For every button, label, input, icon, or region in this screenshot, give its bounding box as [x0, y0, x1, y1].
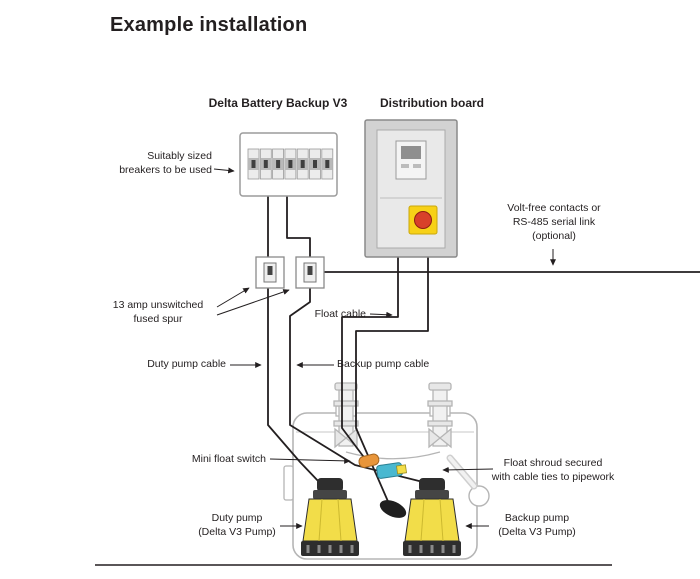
- breaker-modules: [247, 148, 334, 180]
- duty-pump-neck: [313, 490, 347, 499]
- fused-spur-arrow-1: [216, 287, 250, 308]
- distribution-board-label: Distribution board: [380, 96, 484, 110]
- backup-riser-cap: [428, 382, 452, 391]
- duty-pump-seam-2: [337, 498, 342, 542]
- float-shroud-note: Float shroud secured with cable ties to …: [491, 457, 615, 483]
- backup-check-valve: [428, 427, 452, 449]
- fused-spur-arrow-2: [216, 289, 290, 316]
- controller-button-2: [413, 164, 421, 168]
- breakers-note: Suitably sized breakers to be used: [119, 150, 212, 176]
- page-title: Example installation: [110, 14, 308, 36]
- cables: [267, 195, 700, 507]
- backup-pump-intake-slots: [408, 545, 456, 553]
- backup-riser-flange-1: [427, 400, 453, 407]
- float-cable-label: Float cable: [314, 308, 366, 320]
- duty-pump-seam-1: [318, 498, 323, 542]
- breaker-module: [247, 148, 260, 180]
- tank-left-flange: [283, 465, 294, 501]
- float-shroud: [376, 462, 407, 479]
- duty-riser-flange-1: [333, 400, 359, 407]
- duty-check-valve: [334, 427, 358, 449]
- controller-display: [401, 146, 421, 159]
- backup-pump-neck: [415, 490, 449, 499]
- duty-riser-flange-2: [333, 420, 359, 427]
- backup-pump-cap: [419, 478, 445, 492]
- mini-float-arrow: [269, 457, 351, 464]
- float-shroud-clip: [396, 464, 407, 475]
- backup-pump-seam-2: [439, 498, 444, 542]
- backup-pump: [403, 478, 461, 556]
- estop-button: [414, 211, 432, 229]
- manifold-pipe: [345, 451, 441, 460]
- annotation-arrows: [213, 167, 556, 529]
- backup-pump-body: [404, 498, 460, 542]
- backup-pump-label: Backup pump (Delta V3 Pump): [498, 512, 576, 538]
- breaker-panel: [239, 132, 338, 197]
- duty-pump-cable-label: Duty pump cable: [147, 358, 226, 370]
- breaker-module: [296, 148, 309, 180]
- breaker-module: [259, 148, 272, 180]
- spur2-rocker: [307, 266, 313, 275]
- fused-spur-1: [255, 256, 285, 289]
- controller-button-1: [401, 164, 409, 168]
- backup-pump-cable-line: [289, 287, 428, 484]
- outlet-pipe-highlight: [448, 456, 476, 488]
- backup-pump-seam-1: [420, 498, 425, 542]
- breaker-module: [321, 148, 334, 180]
- duty-pump-cap: [317, 478, 343, 492]
- duty-pump-label: Duty pump (Delta V3 Pump): [198, 512, 276, 538]
- mini-float-label: Mini float switch: [191, 453, 266, 465]
- float-cable-1: [341, 256, 399, 461]
- pipework: [333, 382, 478, 490]
- breakers-arrow: [213, 167, 235, 174]
- battery-backup-label: Delta Battery Backup V3: [208, 96, 348, 110]
- duty-pump: [301, 478, 359, 556]
- tank-outlet-port: [468, 485, 490, 507]
- breaker-module: [309, 148, 321, 180]
- spur1-rocker: [267, 266, 273, 275]
- fused-spur-2: [295, 256, 325, 289]
- backup-float-switch: [379, 500, 407, 518]
- breaker-module: [284, 148, 297, 180]
- float-cable-2: [355, 256, 429, 507]
- mini-float-body: [358, 453, 380, 468]
- distribution-board: [364, 119, 458, 258]
- mini-float-switch: [358, 453, 380, 468]
- breaker-module: [272, 148, 285, 180]
- float-shroud-arrow: [442, 466, 494, 473]
- backup-riser-flange-2: [427, 420, 453, 427]
- duty-pump-cable-line: [267, 287, 321, 484]
- panel-to-spur2-cable: [286, 195, 311, 258]
- duty-pump-intake-slots: [306, 545, 354, 553]
- fused-spur-note: 13 amp unswitched fused spur: [112, 299, 204, 325]
- volt-free-note: Volt-free contacts or RS-485 serial link…: [507, 202, 601, 242]
- backup-pump-cable-label: Backup pump cable: [337, 358, 430, 370]
- duty-pump-body: [302, 498, 358, 542]
- float-cable-arrow: [369, 311, 393, 318]
- duty-riser-cap: [334, 382, 358, 391]
